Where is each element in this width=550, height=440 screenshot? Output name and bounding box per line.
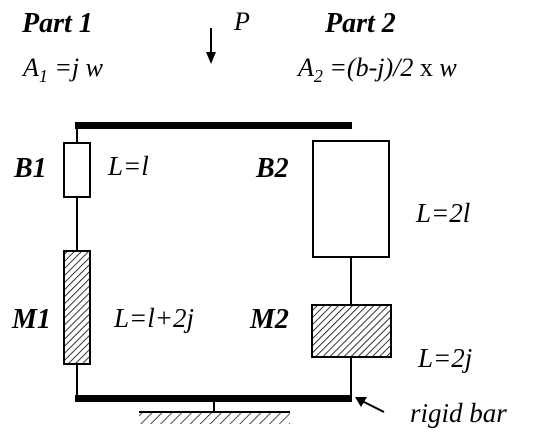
top-rigid-bar bbox=[75, 122, 352, 129]
member-b2 bbox=[312, 140, 390, 258]
part2-area-expression: =(b-j)/2 bbox=[322, 53, 414, 82]
part1-title: Part 1 bbox=[22, 8, 93, 39]
pointer-arrow-icon bbox=[355, 397, 385, 413]
member-m2 bbox=[311, 304, 392, 358]
member-b2-length: L=2l bbox=[416, 198, 471, 228]
part2-area-tail: w bbox=[439, 53, 457, 82]
member-b2-name: B2 bbox=[256, 153, 289, 184]
member-m2-name: M2 bbox=[250, 304, 289, 335]
part2-area-subscript: 2 bbox=[313, 66, 323, 86]
member-m2-length: L=2j bbox=[418, 343, 473, 373]
part2-area-prefix: A bbox=[298, 53, 314, 82]
member-b1-name: B1 bbox=[14, 153, 47, 184]
part1-area-prefix: A bbox=[23, 53, 39, 82]
part2-area-multiply: x bbox=[413, 53, 440, 82]
part1-area-subscript: 1 bbox=[38, 66, 48, 86]
member-m1-length: L=l+2j bbox=[114, 303, 194, 333]
member-m1-name: M1 bbox=[12, 304, 51, 335]
part2-area: A2 =(b-j)/2 x w bbox=[298, 53, 457, 86]
member-b1-length: L=l bbox=[108, 151, 149, 181]
ground-hatch bbox=[139, 413, 290, 424]
member-b1 bbox=[63, 142, 91, 198]
load-label: P bbox=[234, 7, 250, 36]
bottom-rigid-bar bbox=[75, 395, 352, 402]
part2-title: Part 2 bbox=[325, 8, 396, 39]
rigid-bar-label: rigid bar bbox=[410, 398, 507, 428]
part1-area: A1 =j w bbox=[23, 53, 104, 86]
part1-area-expression: =j w bbox=[47, 53, 104, 82]
load-arrow-icon bbox=[206, 28, 216, 64]
member-m1 bbox=[63, 250, 91, 365]
